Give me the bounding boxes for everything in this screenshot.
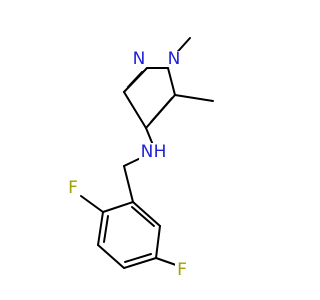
bond-c5-c6-aromatic — [155, 225, 161, 259]
atom-f1-label: F — [68, 178, 78, 198]
bond-c5-f — [155, 257, 177, 266]
atom-f1-background — [66, 180, 80, 196]
atom-nh-background — [139, 143, 167, 160]
atom-n1-label: N — [168, 49, 181, 69]
molecule-structure-diagram: N N N H F F — [66, 37, 214, 280]
bond-c6-c1-aromatic — [132, 201, 161, 227]
bond-c2-c3-aromatic — [97, 211, 104, 246]
bond-c1-c2 — [102, 201, 134, 213]
bond-c4-c5-aromatic-inner — [124, 253, 152, 263]
atom-f2-background — [175, 262, 189, 278]
bond-c4-c5-aromatic — [123, 257, 157, 269]
atom-f2-label: F — [177, 260, 187, 280]
bond-c2-c3-aromatic-inner — [103, 215, 109, 243]
bond-n2-c3-double — [127, 71, 143, 88]
bond-ch2-c1 — [123, 165, 134, 203]
bond-c3-c4-aromatic — [97, 244, 125, 269]
bond-c5-n1 — [167, 67, 176, 96]
bond-c4-c5-double — [150, 97, 173, 123]
bond-c6-c1-aromatic-inner — [131, 206, 155, 227]
atom-n1-background — [167, 51, 181, 67]
bond-c2-f — [80, 195, 104, 213]
atom-nh-label: N — [141, 142, 154, 162]
atom-n2-label: N — [133, 49, 146, 69]
bond-c3-c4 — [123, 91, 147, 129]
atom-h-label: H — [154, 142, 167, 162]
atom-n2-background — [132, 51, 146, 67]
bond-c5-methyl — [174, 94, 214, 102]
